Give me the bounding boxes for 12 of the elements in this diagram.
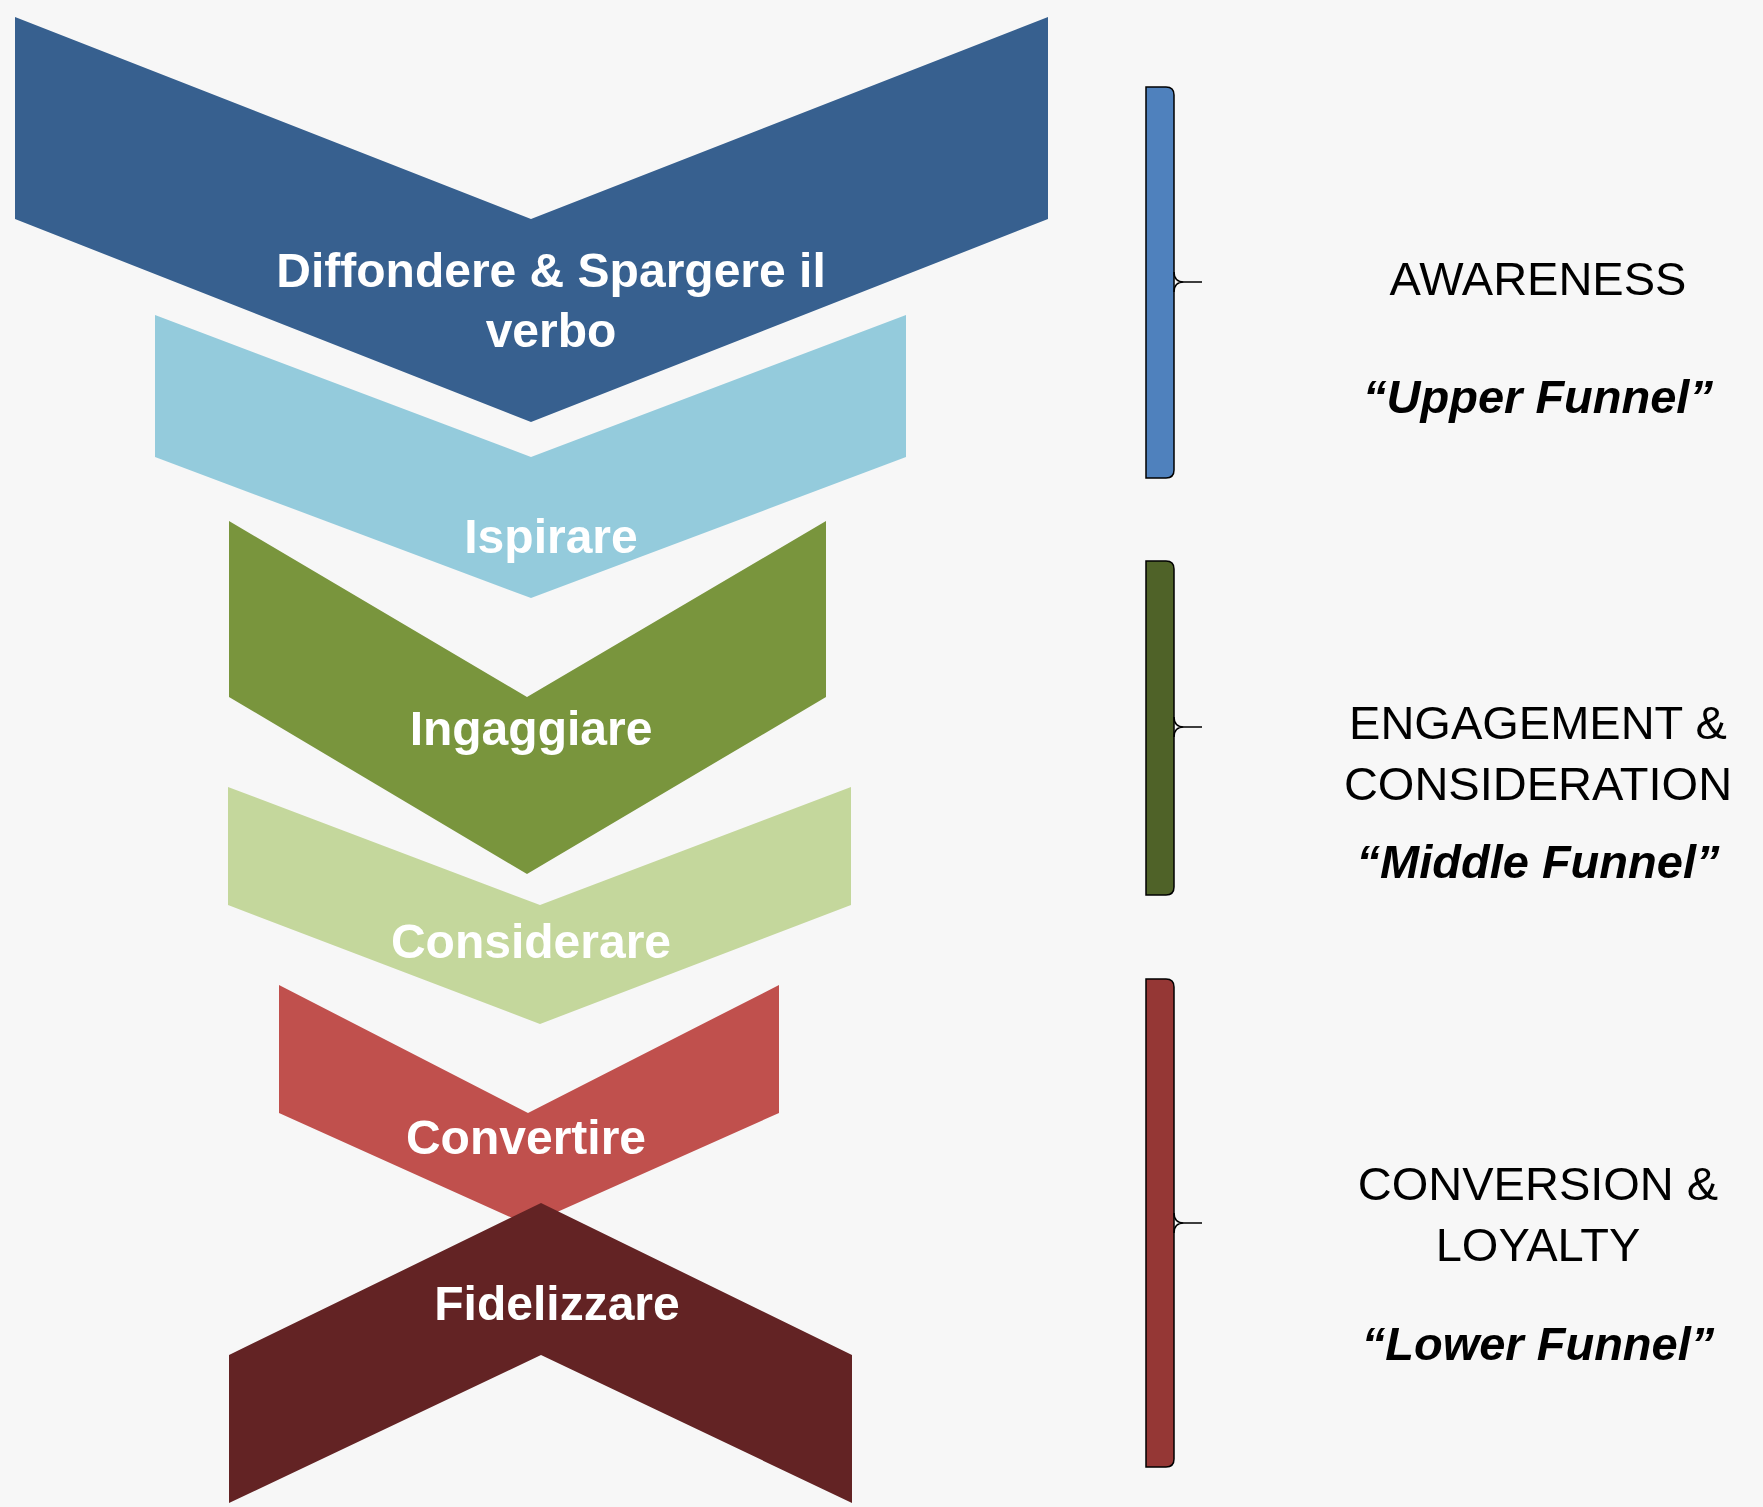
stage-label: Convertire <box>404 1110 648 1166</box>
stage-label: Diffondere & Spargere il verbo <box>275 243 827 359</box>
funnel-stage-title: AWARENESS <box>1388 251 1688 308</box>
funnel-stage-subtitle: “Middle Funnel” <box>1355 834 1721 891</box>
funnel-stage-subtitle: “Lower Funnel” <box>1360 1316 1716 1373</box>
stage-label: Considerare <box>389 914 673 970</box>
stage-label: Fidelizzare <box>433 1276 681 1332</box>
stage-label: Ispirare <box>463 509 639 565</box>
funnel-stage-title: ENGAGEMENT & CONSIDERATION <box>1342 694 1734 812</box>
stage-label: Ingaggiare <box>408 701 654 757</box>
funnel-stage-title: CONVERSION & LOYALTY <box>1356 1155 1720 1273</box>
funnel-stage-subtitle: “Upper Funnel” <box>1362 369 1714 426</box>
